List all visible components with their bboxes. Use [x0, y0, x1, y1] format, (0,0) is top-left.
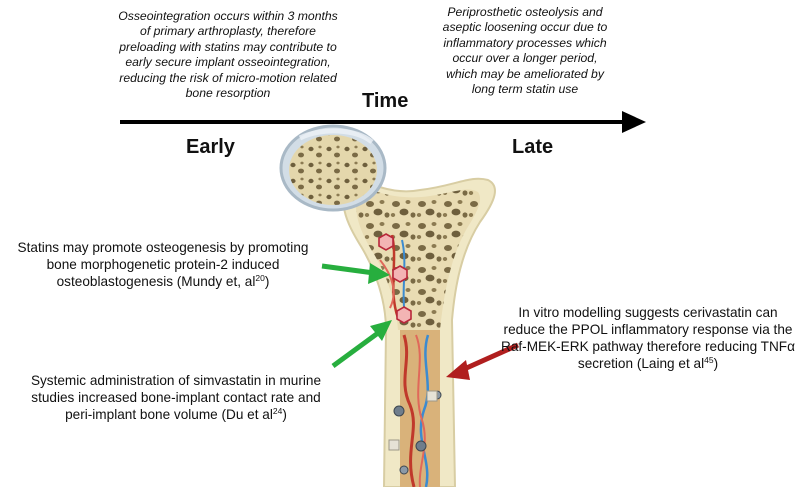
annotation-text: Statins may promote osteogenesis by prom…	[17, 240, 309, 289]
citation-ref: 24	[272, 406, 283, 416]
timeline-arrowhead	[622, 111, 646, 133]
annotation-text: Systemic administration of simvastatin i…	[30, 373, 322, 422]
arrow-simvastatin	[331, 320, 392, 369]
annotation-close: )	[264, 274, 270, 289]
arrow-osteogenesis	[321, 263, 390, 284]
citation-ref: 20	[255, 273, 265, 283]
late-note: Periprosthetic osteolysis and aseptic lo…	[442, 5, 608, 97]
annotation-close: )	[282, 407, 287, 422]
annotation-close: )	[713, 356, 719, 371]
annotation-simvastatin: Systemic administration of simvastatin i…	[28, 372, 324, 423]
time-axis-label: Time	[362, 90, 409, 112]
annotation-osteogenesis: Statins may promote osteogenesis by prom…	[2, 239, 324, 290]
femur-illustration	[279, 124, 496, 487]
annotation-text: In vitro modelling suggests cerivastatin…	[501, 305, 795, 371]
annotation-cerivastatin: In vitro modelling suggests cerivastatin…	[500, 304, 796, 372]
citation-ref: 45	[704, 355, 714, 365]
early-note: Osseointegration occurs within 3 months …	[118, 9, 338, 101]
late-label: Late	[512, 136, 554, 158]
arrow-cerivastatin	[446, 342, 520, 380]
early-label: Early	[186, 136, 235, 158]
